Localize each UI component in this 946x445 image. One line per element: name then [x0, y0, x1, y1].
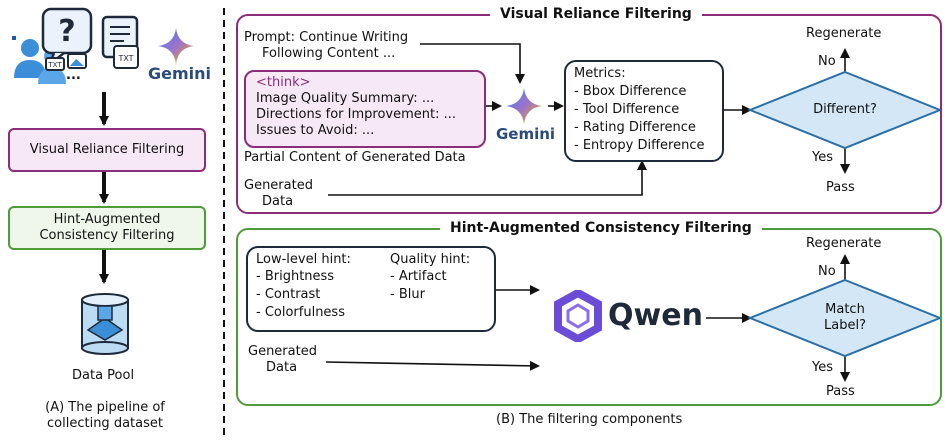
quality-item-2: - Blur [390, 287, 425, 302]
svg-text:TXT: TXT [117, 54, 133, 63]
caption-a: (A) The pipeline of collecting dataset [20, 400, 190, 432]
visual-reliance-step-label: Visual Reliance Filtering [29, 142, 185, 157]
generated-line1-bottom: Generated [248, 344, 317, 359]
low-level-item-3: - Colorfulness [256, 305, 345, 320]
metrics-box: Metrics: - Bbox Difference - Tool Differ… [564, 60, 724, 162]
diamond-label-top: Different? [813, 102, 877, 117]
quality-hints: Quality hint: - Artifact - Blur [390, 252, 470, 304]
qwen-label: Qwen [608, 298, 703, 333]
gemini-label-top: Gemini [496, 125, 556, 143]
pass-label-top: Pass [826, 180, 855, 195]
caption-a-line1: (A) The pipeline of [45, 400, 165, 415]
low-level-hints: Low-level hint: - Brightness - Contrast … [256, 252, 351, 322]
generated-line1-top: Generated [244, 178, 313, 193]
prompt-arrow [420, 43, 525, 84]
gemini-label-left: Gemini [148, 64, 212, 83]
quality-item-1: - Artifact [390, 269, 447, 284]
metrics-item-3: - Rating Difference [574, 120, 696, 135]
metrics-item-4: - Entropy Difference [574, 138, 705, 153]
quality-title: Quality hint: [390, 252, 471, 267]
no-label-bottom: No [818, 264, 836, 279]
metrics-title: Metrics: [574, 66, 626, 81]
qwen-logo-icon [554, 290, 602, 342]
svg-text:?: ? [58, 14, 75, 49]
generated-line2-bottom: Data [266, 360, 298, 375]
gemini-logo-icon [158, 28, 194, 64]
generated-to-metrics-arrow [328, 160, 647, 196]
metrics-item-1: - Bbox Difference [574, 84, 687, 99]
think-item-1: Image Quality Summary: ... [256, 91, 435, 106]
hint-augmented-step: Hint-Augmented Consistency Filtering [8, 206, 206, 250]
diamond-label-bottom: Match Label? [790, 302, 900, 334]
generated-to-qwen-arrow [325, 360, 540, 371]
prompt-line2: Following Content ... [262, 46, 396, 61]
hints-box: Low-level hint: - Brightness - Contrast … [246, 246, 496, 332]
pass-label-bottom: Pass [826, 384, 855, 399]
yes-label-bottom: Yes [812, 360, 833, 375]
gemini-logo-icon [506, 88, 542, 124]
decision-diamond-top [747, 70, 943, 150]
ellipsis-text: ... [66, 68, 81, 83]
think-tag: <think> [256, 75, 311, 90]
low-level-title: Low-level hint: [256, 252, 351, 267]
hint-augmented-step-line2: Consistency Filtering [39, 228, 175, 243]
visual-reliance-step: Visual Reliance Filtering [8, 128, 206, 172]
decision-diamond-bottom [747, 278, 943, 358]
think-box: <think> Image Quality Summary: ... Direc… [244, 70, 486, 148]
low-level-item-2: - Contrast [256, 287, 321, 302]
partial-content-label: Partial Content of Generated Data [244, 150, 466, 165]
visual-reliance-title: Visual Reliance Filtering [490, 6, 702, 22]
document-txt-icon: TXT [101, 15, 139, 69]
low-level-item-1: - Brightness [256, 269, 335, 284]
regenerate-label-bottom: Regenerate [806, 236, 882, 251]
hint-augmented-title: Hint-Augmented Consistency Filtering [440, 220, 762, 236]
think-item-2: Directions for Improvement: ... [256, 107, 457, 122]
diamond-line1-bottom: Match [825, 302, 865, 317]
caption-a-line2: collecting dataset [47, 416, 163, 431]
yes-label-top: Yes [812, 150, 833, 165]
database-icon [81, 293, 129, 355]
diamond-line2-bottom: Label? [824, 318, 866, 333]
metrics-item-2: - Tool Difference [574, 102, 680, 117]
data-pool-label: Data Pool [72, 368, 135, 383]
caption-b: (B) The filtering components [496, 412, 683, 427]
svg-text:TXT: TXT [47, 61, 62, 69]
question-bubble-icon: ? TXT [41, 7, 93, 71]
hint-augmented-step-line1: Hint-Augmented [53, 212, 161, 227]
generated-data-bottom: Generated Data [248, 344, 317, 376]
generated-data-top: Generated Data [244, 178, 313, 210]
think-item-3: Issues to Avoid: ... [256, 123, 375, 138]
prompt-line1: Prompt: Continue Writing [244, 30, 409, 45]
no-label-top: No [818, 54, 836, 69]
prompt-text: Prompt: Continue Writing Following Conte… [244, 30, 408, 62]
generated-line2-top: Data [262, 194, 294, 209]
regenerate-label-top: Regenerate [806, 26, 882, 41]
